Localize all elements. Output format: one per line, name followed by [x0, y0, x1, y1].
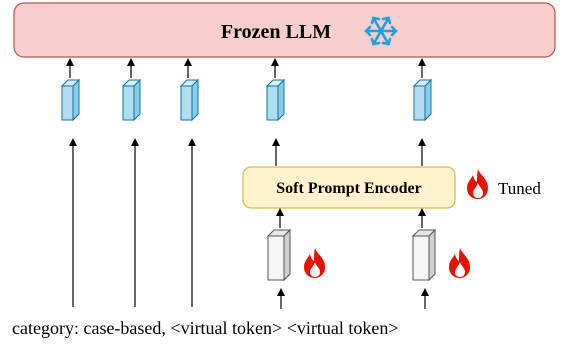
tuned-label: Tuned	[498, 179, 541, 198]
fire-icon	[304, 248, 325, 278]
embedding-box	[61, 79, 80, 121]
text-virtual-token-arrows	[277, 288, 429, 309]
virtual-token-vectors	[267, 229, 470, 281]
input-caption: category: case-based, <virtual token> <v…	[12, 318, 398, 338]
soft-prompt-encoder-block: Soft Prompt Encoder	[242, 166, 456, 209]
fire-icon	[449, 248, 470, 278]
snowflake-icon	[364, 16, 398, 46]
text-embedding-arrows	[69, 138, 196, 307]
fire-icon	[467, 169, 488, 199]
virtual-token-box	[267, 229, 291, 281]
embedding-box	[413, 79, 432, 121]
embedding-box	[122, 79, 141, 121]
embedding-box	[266, 79, 285, 121]
embedding-vectors	[61, 79, 432, 121]
frozen-llm-title: Frozen LLM	[221, 21, 331, 43]
soft-prompt-encoder-title: Soft Prompt Encoder	[276, 180, 421, 197]
embedding-box	[180, 79, 199, 121]
llm-input-arrows	[66, 58, 426, 78]
tuned-legend: Tuned	[467, 169, 541, 199]
virtual-token-box	[412, 229, 436, 281]
encoder-input-arrows	[276, 208, 426, 228]
encoder-output-arrows	[272, 138, 426, 166]
frozen-llm-block: Frozen LLM	[13, 2, 556, 58]
